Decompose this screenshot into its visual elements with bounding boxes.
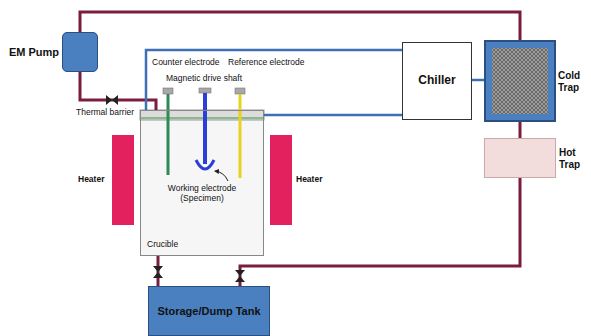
node-label: Cold Trap — [558, 70, 586, 93]
reference-electrode-cap — [235, 88, 245, 94]
heater-label: Heater — [296, 175, 322, 185]
sodium-pipe — [240, 178, 520, 286]
specimen-label: Working electrode (Specimen) — [148, 184, 256, 204]
trap-mesh — [486, 42, 554, 120]
sodium-pipe — [80, 12, 520, 40]
heater-label: Heater — [78, 175, 104, 185]
coolant-line — [264, 114, 402, 117]
node-label: Crucible — [147, 240, 178, 250]
reference-electrode — [239, 94, 242, 178]
valve-symbol — [235, 270, 245, 282]
node-label: Hot Trap — [559, 147, 587, 170]
sodium-pipe — [519, 122, 522, 138]
heater-right — [270, 135, 292, 225]
trap-mesh-fill — [492, 48, 548, 114]
thermal-barrier-plate — [140, 110, 264, 120]
node-label: Storage/Dump Tank — [153, 305, 264, 318]
counter-electrode — [167, 94, 170, 175]
crucible-body — [140, 110, 264, 256]
valve-symbol — [153, 266, 163, 278]
counter-electrode-cap — [163, 88, 173, 94]
specimen — [196, 160, 214, 169]
cold-trap-box: Cold Trap — [484, 40, 556, 122]
specimen-leader — [215, 171, 228, 181]
barrier-label: Thermal barrier — [76, 108, 134, 118]
coolant-line — [472, 79, 484, 82]
node-label: EM Pump — [9, 46, 59, 59]
pump-box: EM Pump — [62, 32, 98, 72]
magnetic-drive-shaft — [203, 93, 207, 164]
electrode-label: Reference electrode — [228, 58, 305, 68]
electrode-label: Counter electrode — [152, 58, 220, 68]
chiller-box: Chiller — [402, 42, 472, 120]
crucible-box: Crucible — [140, 110, 264, 256]
sodium-pipe — [80, 72, 156, 110]
node-label: Chiller — [414, 74, 459, 88]
valve-symbol — [106, 95, 118, 105]
thermal-barrier-stripe — [141, 117, 263, 119]
coolant-line — [146, 50, 402, 110]
heater-left — [112, 135, 134, 225]
storage-tank: Storage/Dump Tank — [148, 286, 270, 336]
drive-shaft-cap — [199, 88, 211, 93]
shaft-label: Magnetic drive shaft — [166, 74, 242, 84]
hot-trap-box: Hot Trap — [484, 138, 556, 178]
